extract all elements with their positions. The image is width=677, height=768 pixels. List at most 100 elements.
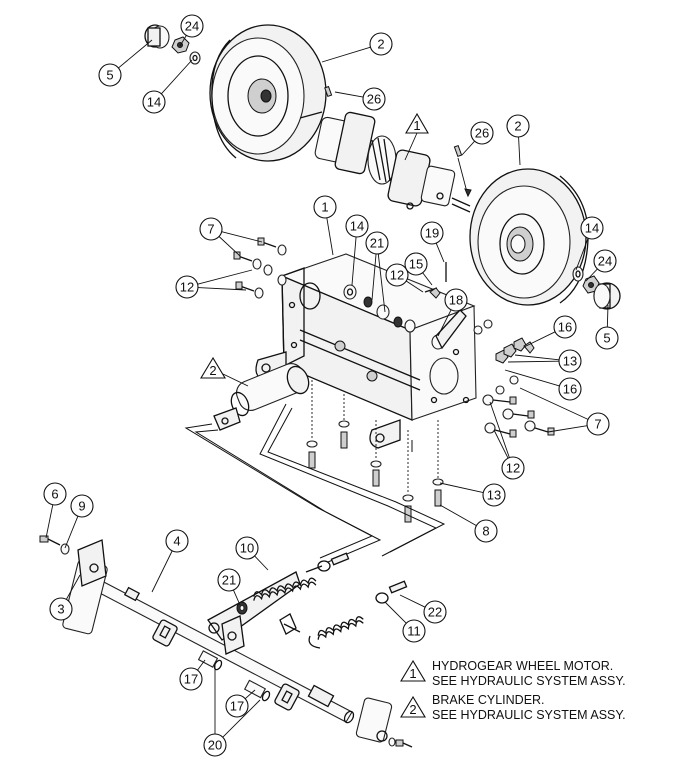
callout-number: 21 (370, 236, 384, 251)
callout-circle (482, 483, 506, 507)
callout-c26b: 26 (470, 121, 494, 145)
left-bolt-6 (39, 535, 61, 546)
note-1-line1: HYDROGEAR WHEEL MOTOR. (432, 659, 613, 673)
callout-c17a: 17 (179, 667, 203, 691)
callout-number: 18 (449, 293, 463, 308)
callout-number: 24 (598, 254, 612, 269)
callout-circle (70, 494, 94, 518)
right-washer (572, 266, 584, 282)
leader-c4 (151, 550, 173, 593)
callout-circle (180, 14, 204, 38)
callout-circle (362, 87, 386, 111)
callout-circle (385, 263, 409, 287)
callout-number: 7 (594, 417, 601, 432)
leader-c19 (435, 242, 445, 263)
leader-extra-2 (377, 253, 386, 313)
callout-number: 7 (207, 222, 214, 237)
callout-circle (203, 733, 227, 757)
callout-number: 6 (51, 487, 58, 502)
brake-cable (184, 403, 446, 563)
note-2-line1: BRAKE CYLINDER. (432, 693, 545, 707)
brake-cylinder (213, 363, 310, 431)
callout-c11: 11 (402, 619, 426, 643)
callout-c24a: 24 (180, 14, 204, 38)
leader-c26a (334, 91, 364, 98)
callout-circle (402, 619, 426, 643)
shaft-clamp-left (152, 619, 178, 647)
note-1: 1 HYDROGEAR WHEEL MOTOR. SEE HYDRAULIC S… (400, 659, 626, 688)
callout-circle (595, 326, 619, 350)
callout-c5b: 5 (595, 326, 619, 350)
cable-eye-lower (375, 580, 408, 604)
collar-17-a (197, 650, 223, 671)
callout-circle (98, 63, 122, 87)
right-wheel (469, 168, 589, 306)
callout-c22: 22 (423, 600, 447, 624)
callout-circle (175, 275, 199, 299)
callout-circle (235, 536, 259, 560)
callout-c14a: 14 (142, 90, 166, 114)
callout-number: 5 (106, 68, 113, 83)
leader-c13b (439, 482, 484, 494)
spring-upper (253, 565, 323, 601)
callout-circle (558, 349, 582, 373)
callout-c26a: 26 (362, 87, 386, 111)
right-hub-cap (593, 282, 621, 310)
wheel-motor (299, 111, 471, 213)
frame (255, 253, 477, 449)
callout-c5a: 5 (98, 63, 122, 87)
callout-circle (558, 377, 582, 401)
leader-c2b (518, 136, 521, 166)
leader-c2a (321, 46, 371, 63)
right-key (453, 144, 472, 198)
callout-c9: 9 (70, 494, 94, 518)
callout-number: 12 (180, 280, 194, 295)
right-bracket (355, 697, 413, 748)
callout-circle (369, 32, 393, 56)
washer-21-lower (236, 601, 248, 615)
shaft-clamp-right (274, 683, 300, 711)
leader-c8 (439, 504, 477, 526)
note-2-marker: 2 (409, 702, 416, 717)
callout-circle (593, 249, 617, 273)
callout-number: 14 (350, 219, 364, 234)
callout-c10: 10 (235, 536, 259, 560)
leader-c24b (585, 268, 598, 282)
assembly-marker-2: 2 (200, 356, 249, 387)
leader-c7b (519, 387, 589, 420)
callout-c2b: 2 (506, 114, 530, 138)
callout-number: 13 (487, 488, 501, 503)
leader-extra-5 (489, 401, 510, 458)
cable-eye-upper (317, 552, 350, 572)
leader-c12c (493, 429, 509, 459)
spring-lower (308, 616, 364, 649)
brake-shaft (91, 578, 355, 724)
callout-c8: 8 (474, 519, 498, 543)
callout-circle (474, 519, 498, 543)
callout-number: 14 (147, 95, 161, 110)
callout-c17b: 17 (225, 694, 249, 718)
leader-c13a (514, 354, 560, 361)
callout-c13b: 13 (482, 483, 506, 507)
callout-c6: 6 (43, 482, 67, 506)
left-bolts (233, 237, 287, 299)
leader-c14c (575, 238, 589, 271)
callout-number: 2 (377, 37, 384, 52)
callout-circle (345, 214, 369, 238)
callout-c16a: 16 (553, 315, 577, 339)
callout-circle (49, 597, 73, 621)
callout-circle (420, 221, 444, 245)
callout-circle (365, 231, 389, 255)
callout-number: 13 (563, 354, 577, 369)
right-bolts (482, 375, 555, 438)
left-wheel (209, 24, 327, 162)
callout-c12c: 12 (501, 456, 525, 480)
callout-number: 26 (475, 126, 489, 141)
callout-number: 5 (603, 331, 610, 346)
callout-number: 15 (409, 257, 423, 272)
leader-c17a (197, 659, 206, 671)
callout-number: 16 (558, 320, 572, 335)
leader-c11 (384, 601, 407, 624)
callout-number: 4 (173, 534, 180, 549)
